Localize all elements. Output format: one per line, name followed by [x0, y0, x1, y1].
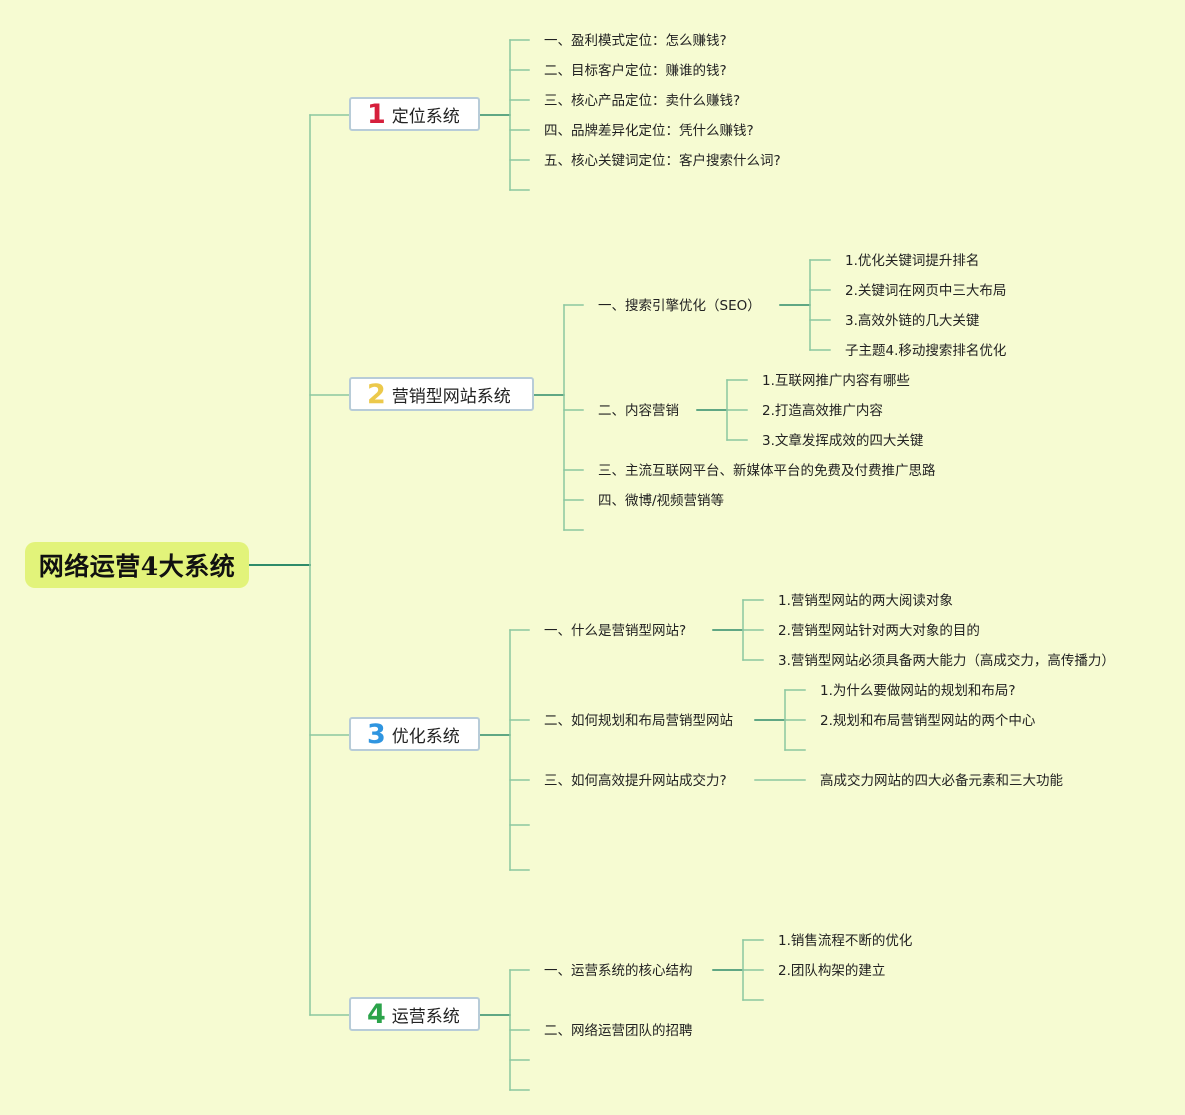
subtopic-2-1-1[interactable]: 1.优化关键词提升排名 — [845, 253, 980, 269]
topic-1-4[interactable]: 四、品牌差异化定位：凭什么赚钱? — [544, 123, 754, 139]
system-node-4[interactable]: 4 运营系统 — [349, 997, 480, 1031]
subtopic-2-1-3[interactable]: 3.高效外链的几大关键 — [845, 313, 980, 329]
topic-3-3[interactable]: 三、如何高效提升网站成交力? — [544, 773, 727, 789]
subtopic-3-1-3[interactable]: 3.营销型网站必须具备两大能力（高成交力，高传播力） — [778, 653, 1115, 669]
topic-3-1[interactable]: 一、什么是营销型网站? — [544, 623, 687, 639]
topic-1-5[interactable]: 五、核心关键词定位：客户搜索什么词? — [544, 153, 781, 169]
subtopic-3-1-2[interactable]: 2.营销型网站针对两大对象的目的 — [778, 623, 980, 639]
subtopic-2-1-2[interactable]: 2.关键词在网页中三大布局 — [845, 283, 1007, 299]
system-title: 营销型网站系统 — [391, 386, 511, 407]
topic-2-4[interactable]: 四、微博/视频营销等 — [598, 493, 725, 509]
topic-4-1[interactable]: 一、运营系统的核心结构 — [544, 963, 693, 979]
subtopic-2-1-4[interactable]: 子主题4.移动搜索排名优化 — [845, 343, 1007, 359]
system-title: 定位系统 — [391, 106, 460, 127]
system-node-1[interactable]: 1 定位系统 — [349, 97, 480, 131]
topic-4-2[interactable]: 二、网络运营团队的招聘 — [544, 1023, 693, 1039]
system-title: 运营系统 — [391, 1006, 460, 1027]
topic-1-1[interactable]: 一、盈利模式定位：怎么赚钱? — [544, 33, 727, 49]
system-title: 优化系统 — [391, 726, 460, 747]
subtopic-3-1-1[interactable]: 1.营销型网站的两大阅读对象 — [778, 593, 953, 609]
topic-2-1[interactable]: 一、搜索引擎优化（SEO） — [598, 298, 761, 314]
system-node-2[interactable]: 2 营销型网站系统 — [349, 377, 534, 411]
topic-1-2[interactable]: 二、目标客户定位：赚谁的钱? — [544, 63, 727, 79]
subtopic-4-1-1[interactable]: 1.销售流程不断的优化 — [778, 933, 913, 949]
number-two-icon: 2 — [367, 378, 386, 410]
topic-2-2[interactable]: 二、内容营销 — [598, 403, 679, 419]
subtopic-3-3-1[interactable]: 高成交力网站的四大必备元素和三大功能 — [820, 773, 1063, 789]
subtopic-2-2-1[interactable]: 1.互联网推广内容有哪些 — [762, 373, 910, 389]
subtopic-3-2-2[interactable]: 2.规划和布局营销型网站的两个中心 — [820, 713, 1036, 729]
topic-1-3[interactable]: 三、核心产品定位：卖什么赚钱? — [544, 93, 741, 109]
root-topic[interactable]: 网络运营4大系统 — [25, 542, 249, 588]
subtopic-3-2-1[interactable]: 1.为什么要做网站的规划和布局? — [820, 683, 1016, 699]
subtopic-2-2-2[interactable]: 2.打造高效推广内容 — [762, 403, 883, 419]
system-node-3[interactable]: 3 优化系统 — [349, 717, 480, 751]
number-four-icon: 4 — [367, 998, 386, 1030]
subtopic-4-1-2[interactable]: 2.团队构架的建立 — [778, 963, 886, 979]
number-one-icon: 1 — [367, 98, 386, 130]
subtopic-2-2-3[interactable]: 3.文章发挥成效的四大关键 — [762, 433, 924, 449]
topic-3-2[interactable]: 二、如何规划和布局营销型网站 — [544, 713, 733, 729]
number-three-icon: 3 — [367, 718, 386, 750]
topic-2-3[interactable]: 三、主流互联网平台、新媒体平台的免费及付费推广思路 — [598, 463, 936, 479]
